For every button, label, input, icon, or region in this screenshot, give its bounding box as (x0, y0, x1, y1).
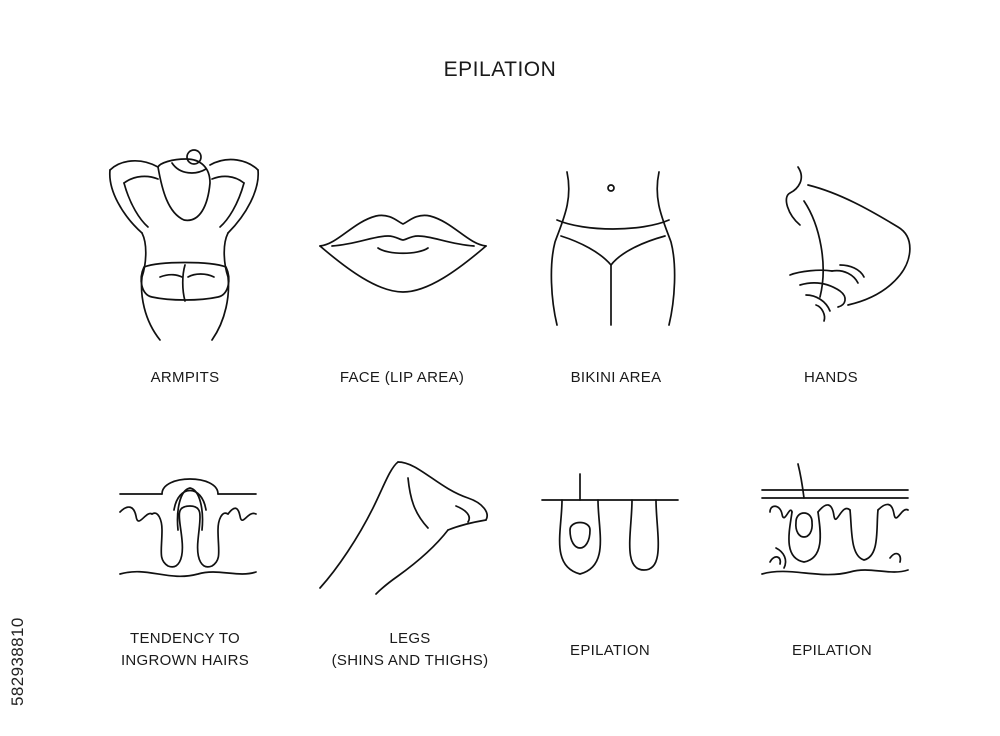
label-ingrown: TENDENCY TO INGROWN HAIRS (120, 630, 250, 669)
label-bikini: BIKINI AREA (570, 369, 662, 386)
follicles-skin-icon (760, 462, 910, 582)
legs-icon (318, 458, 498, 598)
label-hands: HANDS (803, 369, 858, 386)
label-epilation-2: EPILATION (792, 642, 872, 659)
hands-icon (780, 165, 920, 325)
label-face: FACE (LIP AREA) (339, 369, 465, 386)
ingrown-hair-icon (118, 470, 258, 585)
follicles-icon (540, 470, 680, 585)
label-legs: LEGS (SHINS AND THIGHS) (331, 630, 489, 669)
stock-id: 582938810 (8, 617, 27, 706)
armpits-icon (100, 145, 270, 345)
label-armpits: ARMPITS (150, 369, 220, 386)
label-epilation-1: EPILATION (570, 642, 650, 659)
page-title: EPILATION (443, 58, 557, 81)
lips-icon (318, 210, 488, 300)
bikini-icon (545, 170, 685, 330)
